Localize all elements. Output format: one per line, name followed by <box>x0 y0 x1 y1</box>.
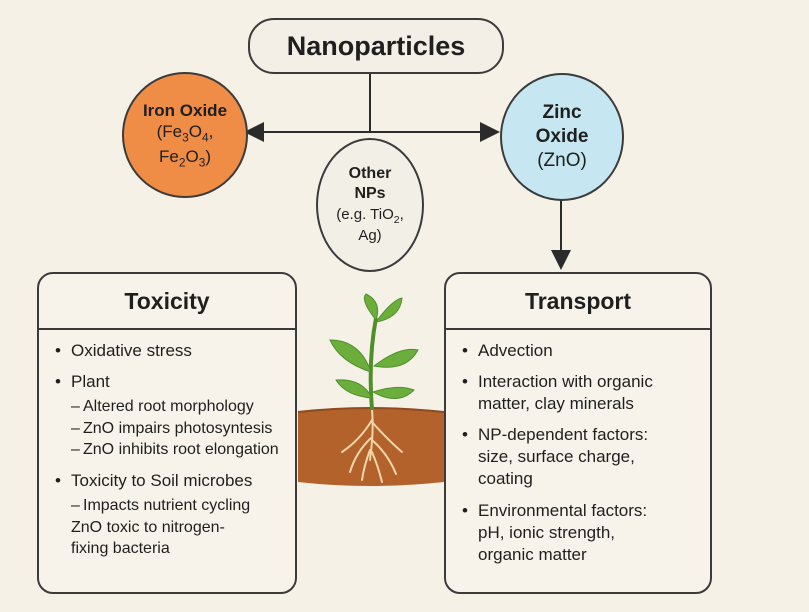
transport-bullet-line: organic matter <box>478 544 587 564</box>
roots <box>341 409 403 483</box>
zinc-oxide-formula: (ZnO) <box>537 149 587 171</box>
transport-bullet: Advection <box>462 340 700 362</box>
toxicity-subitem: Impacts nutrient cycling <box>55 495 285 517</box>
seedling-in-soil-illustration <box>297 293 445 486</box>
toxicity-panel: Toxicity Oxidative stressPlantAltered ro… <box>37 272 297 594</box>
toxicity-list: Oxidative stressPlantAltered root morpho… <box>39 330 295 560</box>
other-nps-node: Other NPs (e.g. TiO2, Ag) <box>316 138 424 272</box>
toxicity-subitem: Altered root morphology <box>55 396 285 418</box>
iron-oxide-name: Iron Oxide <box>142 101 228 121</box>
toxicity-heading: Toxicity <box>39 274 295 330</box>
toxicity-subnote: ZnO toxic to nitrogen- <box>71 518 225 536</box>
toxicity-sublist: Altered root morphologyZnO impairs photo… <box>55 396 285 461</box>
transport-bullet-line: matter, clay minerals <box>478 394 634 414</box>
transport-bullet-line: Advection <box>478 341 553 360</box>
transport-heading: Transport <box>446 274 710 330</box>
transport-bullet-line: size, surface charge, <box>478 447 635 467</box>
transport-panel: Transport AdvectionInteraction with orga… <box>444 272 712 594</box>
other-nps-example-1: (e.g. TiO2, <box>336 206 404 227</box>
toxicity-subnote: fixing bacteria <box>71 540 170 558</box>
other-nps-name-2: NPs <box>354 185 386 203</box>
toxicity-bullet: Toxicity to Soil microbes <box>55 470 285 492</box>
transport-bullet: Environmental factors:pH, ionic strength… <box>462 500 700 566</box>
iron-oxide-node: Iron Oxide (Fe3O4, Fe2O3) <box>122 72 248 198</box>
zinc-oxide-name-2: Oxide <box>535 126 589 148</box>
nanoparticles-title: Nanoparticles <box>248 18 504 74</box>
transport-bullet-line: Environmental factors: <box>478 500 648 520</box>
other-nps-name-1: Other <box>348 165 392 183</box>
leaves <box>329 293 419 399</box>
zinc-oxide-node: Zinc Oxide (ZnO) <box>500 73 624 201</box>
transport-bullet-line: pH, ionic strength, <box>478 522 616 542</box>
transport-bullet-line: Interaction with organic <box>478 372 653 392</box>
toxicity-bullet: Plant <box>55 371 285 393</box>
iron-oxide-formula-2: Fe2O3) <box>159 146 211 170</box>
transport-list: AdvectionInteraction with organicmatter,… <box>446 330 710 566</box>
zinc-oxide-name-1: Zinc <box>542 102 582 124</box>
other-nps-example-2: Ag) <box>358 227 382 245</box>
stem <box>368 317 378 411</box>
transport-bullet: NP-dependent factors:size, surface charg… <box>462 424 700 490</box>
iron-oxide-formula-1: (Fe3O4, <box>156 122 214 145</box>
transport-bullet-line: NP-dependent factors: <box>478 425 649 445</box>
toxicity-subitem: ZnO impairs photosyntesis <box>55 418 285 440</box>
toxicity-bullet: Oxidative stress <box>55 340 285 362</box>
toxicity-subitem: ZnO inhibits root elongation <box>55 439 285 461</box>
transport-bullet-line: coating <box>478 469 533 489</box>
